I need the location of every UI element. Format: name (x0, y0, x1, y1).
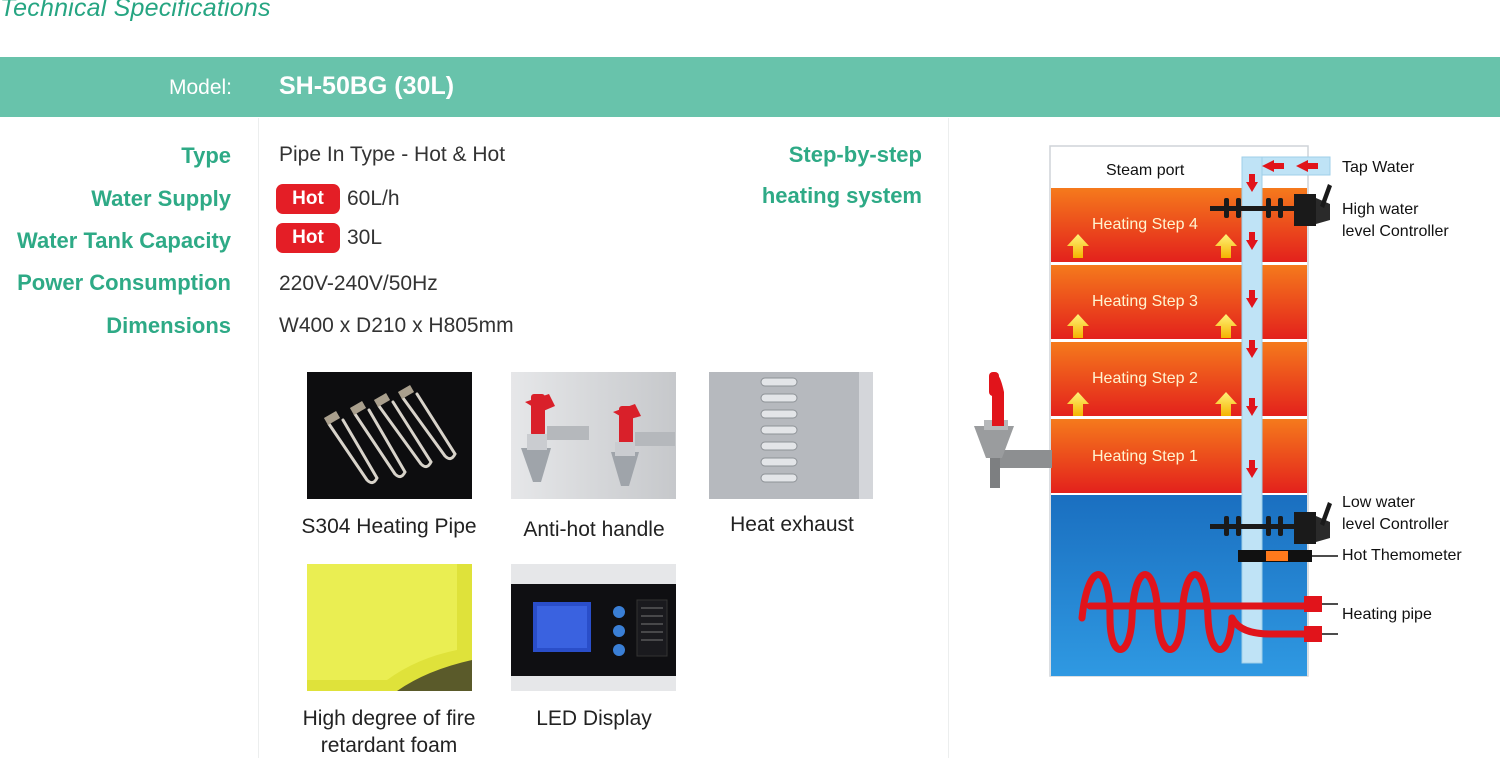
hot-badge: Hot (276, 223, 340, 253)
low-water-controller-label: Low water level Controller (1342, 494, 1449, 533)
heating-pipe-photo (307, 372, 472, 499)
model-value: SH-50BG (30L) (279, 72, 455, 100)
column-divider (948, 118, 949, 758)
hot-badge: Hot (276, 184, 340, 214)
display-photo (511, 564, 676, 691)
heating-system-diagram: Steam port Heating Step 4 Heating Step 3… (970, 140, 1500, 685)
spec-value-dimensions: W400 x D210 x H805mm (279, 314, 514, 337)
vent-photo (709, 372, 873, 499)
heating-system-title: Step-by-step (788, 142, 922, 167)
tap-water-label: Tap Water (1342, 159, 1415, 176)
feature-caption-anti-hot-handle: Anti-hot handle (523, 518, 665, 541)
page-title: Technical Specifications (0, 0, 271, 22)
heating-step-label: Heating Step 3 (1092, 293, 1198, 310)
feature-caption-led-display: LED Display (536, 707, 652, 730)
spec-label-tank-capacity: Water Tank Capacity (17, 228, 231, 253)
spec-label-power: Power Consumption (17, 270, 231, 295)
spec-label-water-supply: Water Supply (91, 186, 231, 211)
heating-pipe-label: Heating pipe (1342, 606, 1432, 623)
steam-port-label: Steam port (1106, 162, 1185, 179)
feature-caption-foam: High degree of fire retardant foam (302, 707, 476, 757)
spec-value-tank-capacity: Hot 30L (276, 223, 382, 253)
feature-caption-heating-pipe: S304 Heating Pipe (301, 515, 477, 538)
thermometer-label: Hot Themometer (1342, 547, 1462, 564)
spec-value-power: 220V-240V/50Hz (279, 272, 438, 295)
spec-value-water-supply: Hot 60L/h (276, 184, 400, 214)
tap-handle-photo (511, 372, 676, 499)
heating-step-label: Heating Step 4 (1092, 216, 1198, 233)
high-water-controller-label: High water level Controller (1342, 201, 1449, 240)
spec-value-type: Pipe In Type - Hot & Hot (279, 143, 506, 166)
foam-photo (307, 564, 472, 691)
spec-label-dimensions: Dimensions (106, 313, 231, 338)
feature-caption-heat-exhaust: Heat exhaust (730, 513, 854, 536)
model-label: Model: (168, 76, 232, 99)
heating-system-title: heating system (761, 183, 922, 208)
heating-step-label: Heating Step 2 (1092, 370, 1198, 387)
spec-label-type: Type (181, 143, 231, 168)
heating-step-label: Heating Step 1 (1092, 448, 1198, 465)
model-band: Model: SH-50BG (30L) (0, 57, 1500, 117)
column-divider (258, 118, 259, 758)
